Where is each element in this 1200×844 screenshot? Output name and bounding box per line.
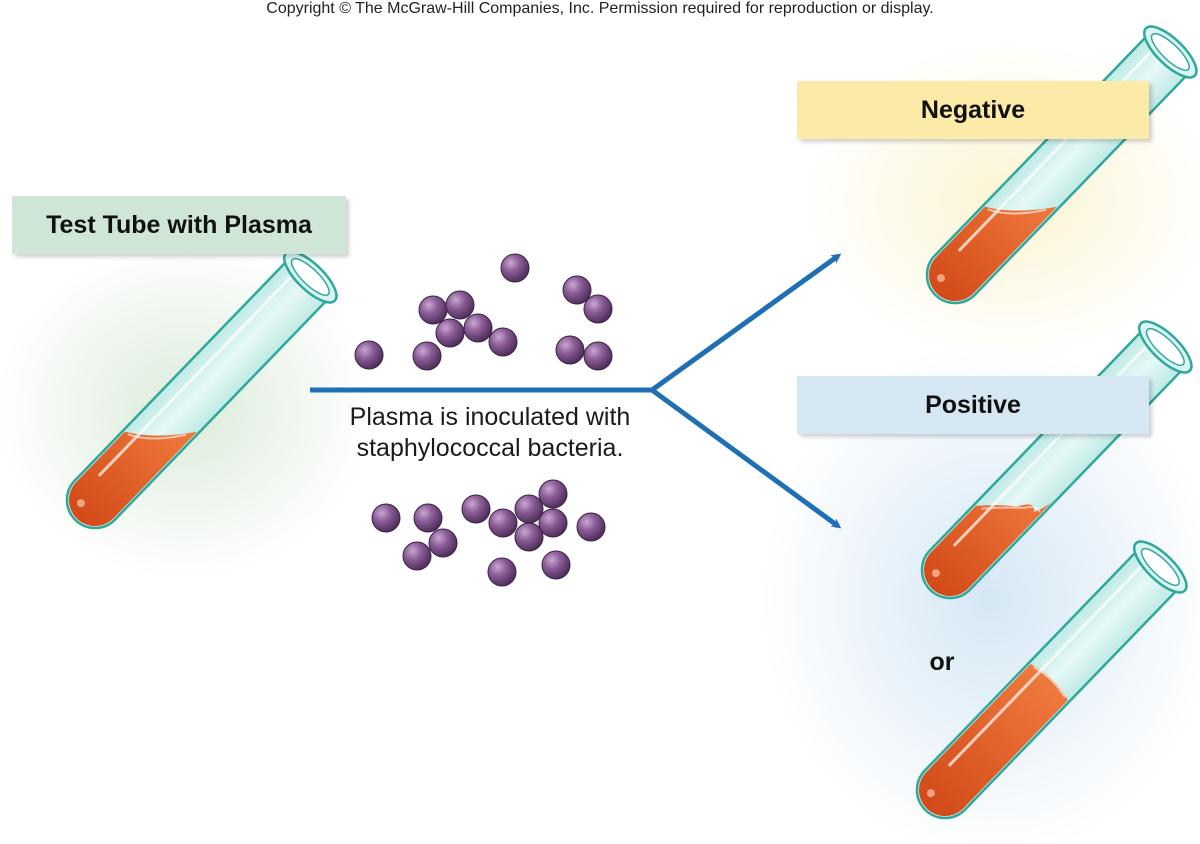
caption-line-1: Plasma is inoculated with [349, 403, 631, 431]
bacterium [402, 541, 432, 571]
bacterium [555, 335, 585, 365]
bacterium [418, 295, 448, 325]
inoculation-caption: Plasma is inoculated with staphylococcal… [290, 402, 690, 464]
bacterium [371, 503, 401, 533]
solid-clot-liquid [919, 664, 1068, 816]
bacterium [500, 253, 530, 283]
caption-line-2: staphylococcal bacteria. [356, 434, 624, 462]
bacterium [488, 508, 518, 538]
negative-liquid [929, 206, 1058, 301]
bacterium [354, 340, 384, 370]
bacterium [435, 318, 465, 348]
negative-label: Negative [797, 81, 1149, 139]
bacterium [487, 557, 517, 587]
bacterium [583, 294, 613, 324]
positive-arrow [650, 387, 842, 529]
bacterium [576, 512, 606, 542]
bacterium [428, 528, 458, 558]
bacterium [413, 503, 443, 533]
bacterium [562, 275, 592, 305]
source-label: Test Tube with Plasma [12, 196, 346, 254]
bacterium [541, 550, 571, 580]
bacterium [538, 508, 568, 538]
bacterium [514, 494, 544, 524]
bacterium [514, 522, 544, 552]
bacterium [463, 313, 493, 343]
clotted-liquid [924, 498, 1055, 596]
bacterium [583, 341, 613, 371]
positive-label: Positive [797, 376, 1149, 434]
bacteria-lower-cluster [371, 479, 606, 587]
bacterium [412, 341, 442, 371]
source-plasma-liquid [69, 431, 198, 526]
or-label: or [929, 648, 955, 676]
positive-test-tube-solid [915, 540, 1188, 820]
negative-arrow [650, 253, 842, 393]
bacterium [445, 290, 475, 320]
copyright-notice: Copyright © The McGraw-Hill Companies, I… [266, 0, 934, 17]
bacterium [461, 494, 491, 524]
bacteria-upper-cluster [354, 253, 613, 371]
bacterium [538, 479, 568, 509]
bacterium [488, 327, 518, 357]
